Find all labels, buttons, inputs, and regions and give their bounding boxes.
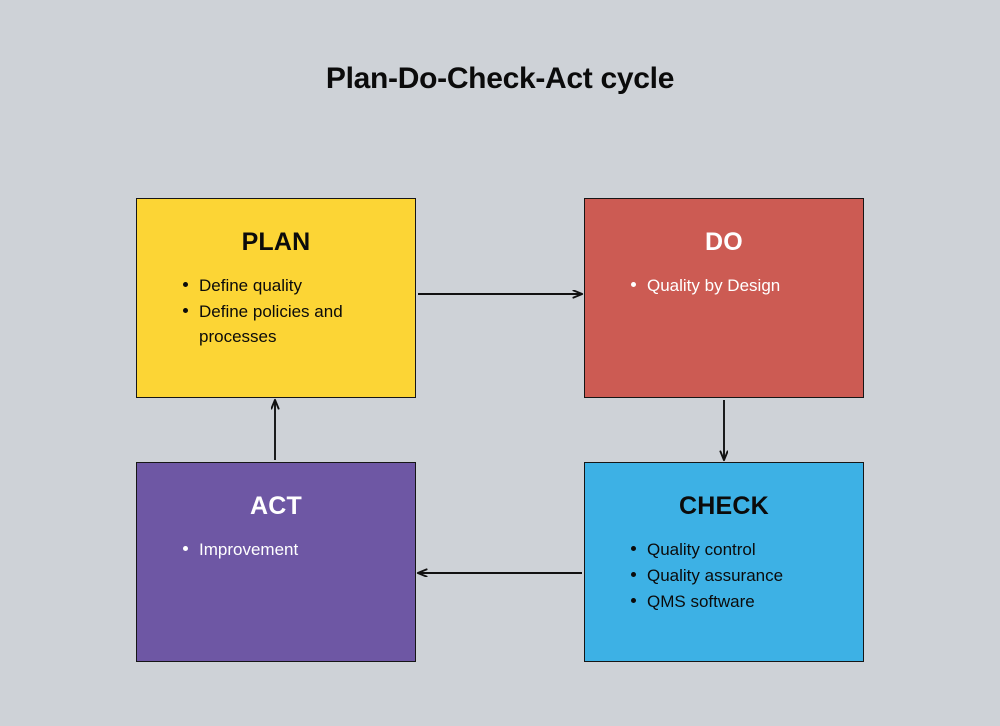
list-item: Quality assurance [631,563,849,588]
bullet-icon [631,597,636,603]
node-do-list: Quality by Design [585,273,863,298]
bullet-icon [183,545,188,551]
node-act-list: Improvement [137,537,415,562]
node-check[interactable]: CHECK Quality control Quality assurance … [584,462,864,662]
node-act-title: ACT [250,492,302,520]
node-do-title: DO [705,228,743,256]
bullet-icon [631,545,636,551]
list-item-label: QMS software [647,591,755,611]
bullet-icon [183,307,188,313]
bullet-icon [183,281,188,287]
node-plan[interactable]: PLAN Define quality Define policies and … [136,198,416,398]
list-item-label: Quality assurance [647,565,784,585]
list-item-label: Quality control [647,539,756,559]
list-item: Define quality [183,273,401,298]
bullet-icon [631,571,636,577]
page-title: Plan-Do-Check-Act cycle [325,62,675,95]
list-item: Quality by Design [631,273,849,298]
list-item-label: Improvement [199,539,299,559]
node-plan-list: Define quality Define policies and proce… [137,273,415,349]
list-item-label: Quality by Design [647,275,781,295]
node-check-list: Quality control Quality assurance QMS so… [585,537,863,614]
list-item: Define policies and processes [183,299,401,349]
node-act[interactable]: ACT Improvement [136,462,416,662]
list-item: QMS software [631,589,849,614]
bullet-icon [631,281,636,287]
list-item: Quality control [631,537,849,562]
node-do[interactable]: DO Quality by Design [584,198,864,398]
list-item-label: Define policies and processes [199,301,343,346]
list-item-label: Define quality [199,275,303,295]
node-check-title: CHECK [679,492,769,520]
list-item: Improvement [183,537,401,562]
node-plan-title: PLAN [241,228,311,256]
